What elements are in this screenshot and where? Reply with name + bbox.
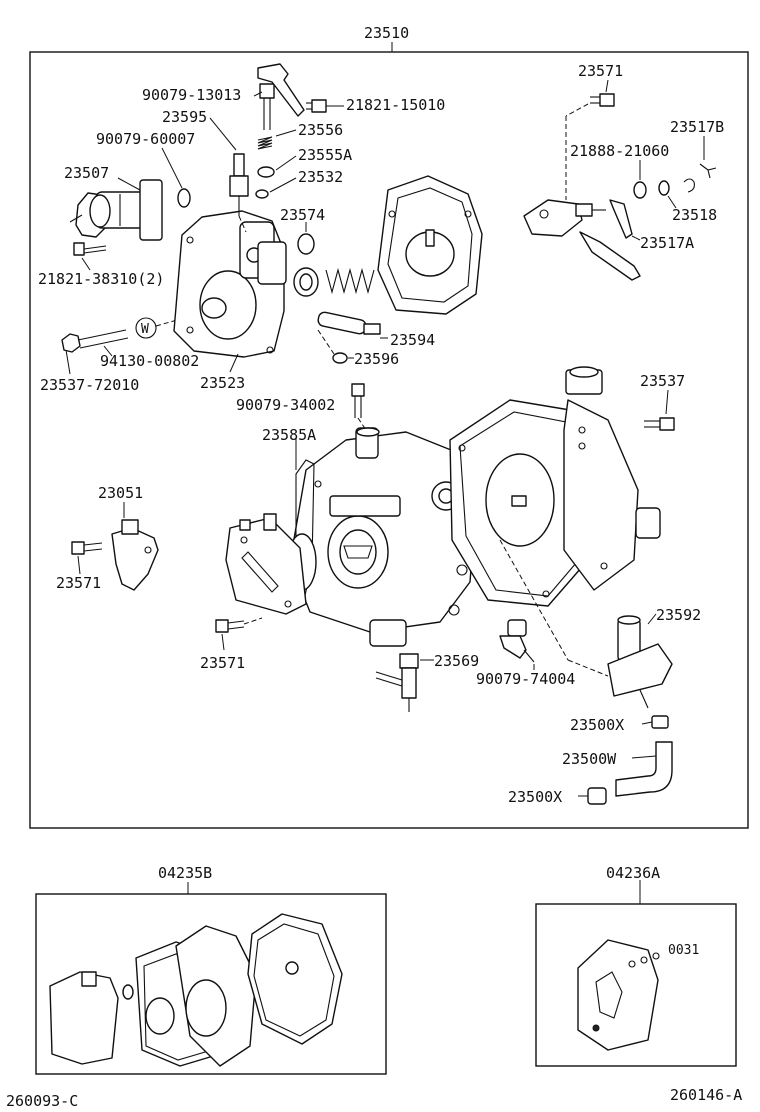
clip-23517B-tip — [699, 163, 717, 179]
label-23569[interactable]: 23569 — [434, 652, 479, 670]
label-23051[interactable]: 23051 — [98, 484, 143, 502]
main-assembly-frame — [29, 51, 749, 829]
nut-21821-15010 — [306, 99, 327, 113]
kit-04236A-frame — [535, 903, 737, 1067]
label-23571-bottom[interactable]: 23571 — [200, 654, 245, 672]
label-23532[interactable]: 23532 — [298, 168, 343, 186]
label-23537[interactable]: 23537 — [640, 372, 685, 390]
label-04236A[interactable]: 04236A — [606, 864, 660, 882]
ring-23518 — [658, 180, 670, 196]
label-90079-74004[interactable]: 90079-74004 — [476, 670, 575, 688]
hose-23500W — [615, 741, 673, 797]
label-21888-21060[interactable]: 21888-21060 — [570, 142, 669, 160]
label-90079-60007[interactable]: 90079-60007 — [96, 130, 195, 148]
clamp-23500X-bottom — [587, 787, 607, 805]
bolt-23571-bottom — [215, 619, 245, 633]
bolt-90079-13013 — [257, 63, 305, 130]
sensor-23051 — [111, 519, 159, 591]
washer-23555A — [257, 166, 275, 178]
valve-23592 — [607, 615, 673, 709]
fitting-23595 — [229, 153, 249, 216]
label-23571-top[interactable]: 23571 — [578, 62, 623, 80]
clip-23517B — [683, 178, 695, 193]
label-23518[interactable]: 23518 — [672, 206, 717, 224]
bolt-23537-72010: W — [61, 317, 157, 353]
label-23592[interactable]: 23592 — [656, 606, 701, 624]
bolt-21821-38310 — [73, 242, 107, 256]
label-23500X-bottom[interactable]: 23500X — [508, 788, 562, 806]
kit-04236A-parts — [577, 939, 660, 1051]
washer-23532 — [255, 189, 269, 199]
kit-04235B-frame — [35, 893, 387, 1075]
label-23556[interactable]: 23556 — [298, 121, 343, 139]
label-23585A[interactable]: 23585A — [262, 426, 316, 444]
diaphragm-gasket-upper — [377, 175, 483, 315]
bolt-23571-top — [590, 93, 615, 107]
nut-23596 — [332, 352, 348, 364]
label-21821-15010[interactable]: 21821-15010 — [346, 96, 445, 114]
bolt-23571-left — [71, 541, 103, 555]
bolt-23537 — [644, 417, 675, 431]
label-90079-34002[interactable]: 90079-34002 — [236, 396, 335, 414]
label-94130-00802[interactable]: 94130-00802 — [100, 352, 199, 370]
end-cover-left — [225, 513, 307, 615]
label-23537-72010[interactable]: 23537-72010 — [40, 376, 139, 394]
footer-right: 260146-A — [670, 1086, 742, 1104]
lever-assembly — [523, 199, 641, 281]
label-23500W[interactable]: 23500W — [562, 750, 617, 768]
label-90079-13013[interactable]: 90079-13013 — [142, 86, 241, 104]
label-21821-38310[interactable]: 21821-38310(2) — [38, 270, 164, 288]
label-23500X-top[interactable]: 23500X — [570, 716, 624, 734]
label-23555A[interactable]: 23555A — [298, 146, 352, 164]
footer-left: 260093-C — [6, 1092, 78, 1110]
fitting-23569 — [375, 653, 419, 712]
o-ring-23574 — [297, 233, 315, 255]
label-04235B[interactable]: 04235B — [158, 864, 212, 882]
label-23595[interactable]: 23595 — [162, 108, 207, 126]
clamp-23500X-top — [651, 715, 669, 729]
kit-04236A-number: 0031 — [668, 943, 699, 958]
diaphragm-spring — [293, 267, 375, 297]
label-23574[interactable]: 23574 — [280, 206, 325, 224]
pin-23594 — [317, 311, 381, 335]
washer-mark: W — [141, 322, 149, 337]
label-23517B[interactable]: 23517B — [670, 118, 724, 136]
label-23507[interactable]: 23507 — [64, 164, 109, 182]
kit-04235B-parts — [49, 913, 343, 1067]
bolt-90079-34002 — [351, 383, 365, 418]
rear-housing — [563, 366, 661, 591]
label-23571-left[interactable]: 23571 — [56, 574, 101, 592]
washer-21888-21060 — [633, 181, 647, 199]
label-23517A[interactable]: 23517A — [640, 234, 694, 252]
elbow-90079-74004 — [499, 619, 535, 663]
spring-23556 — [257, 136, 273, 150]
solenoid-valve-23507 — [69, 179, 191, 241]
label-23523[interactable]: 23523 — [200, 374, 245, 392]
regulator-body — [289, 427, 477, 647]
cover-23523 — [173, 210, 287, 358]
label-23510[interactable]: 23510 — [364, 24, 409, 42]
label-23596[interactable]: 23596 — [354, 350, 399, 368]
label-23594[interactable]: 23594 — [390, 331, 435, 349]
